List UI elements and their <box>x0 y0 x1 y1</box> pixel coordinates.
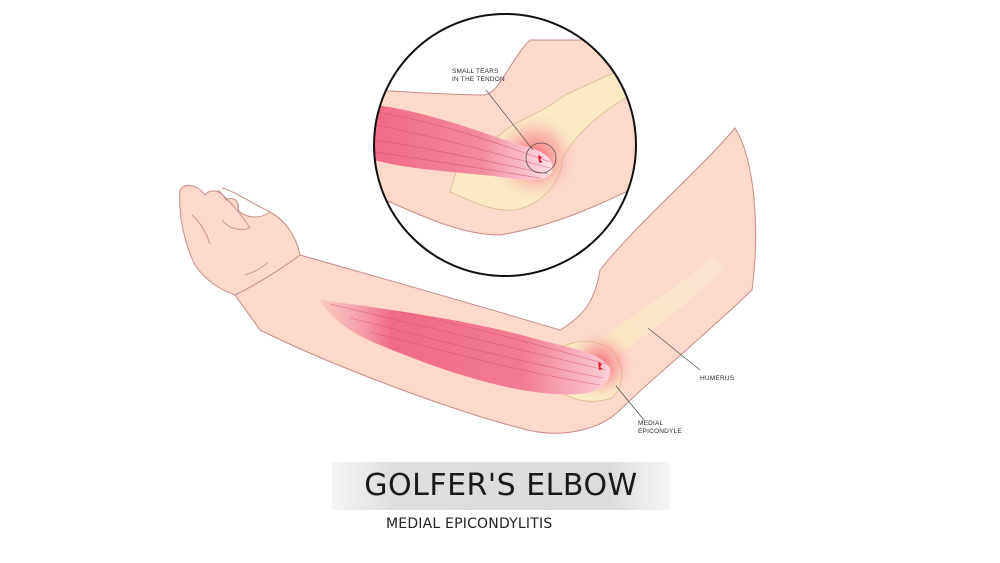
medial-epicondyle-leader-line <box>615 385 645 421</box>
hand <box>179 184 301 296</box>
medial-epicondyle-line-2: EPICONDYLE <box>638 428 682 435</box>
subtitle: MEDIAL EPICONDYLITIS <box>386 516 553 532</box>
page-title: GOLFER'S ELBOW <box>364 468 638 503</box>
inset-circle-outline <box>373 13 637 277</box>
humerus-label: HUMERUS <box>700 375 735 382</box>
humerus-bone <box>590 255 725 360</box>
humerus-leader-line <box>647 327 701 371</box>
arm-drawing <box>179 127 757 434</box>
inset-magnifier <box>373 13 637 277</box>
small-tears-label: SMALL TEARS IN THE TENDON <box>452 68 505 84</box>
small-tears-line-1: SMALL TEARS <box>452 68 499 75</box>
medial-epicondyle-label: MEDIAL EPICONDYLE <box>638 420 682 436</box>
medial-epicondyle-line-1: MEDIAL <box>638 420 664 427</box>
tendon-tear-mark <box>598 362 603 370</box>
forearm-muscle <box>320 300 611 395</box>
title-band: GOLFER'S ELBOW <box>332 462 670 510</box>
small-tears-line-2: IN THE TENDON <box>452 76 505 83</box>
